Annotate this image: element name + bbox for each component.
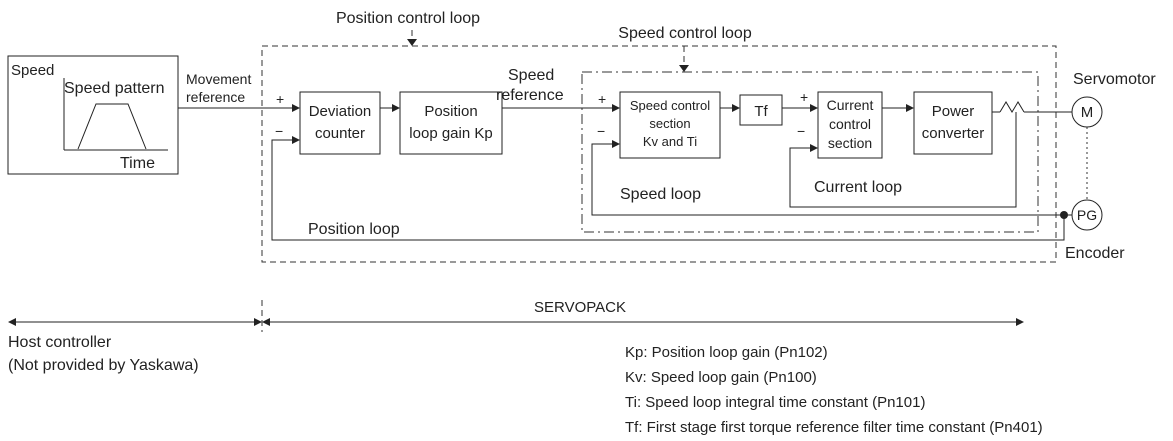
speed-loop-feedback-arrowhead [612,140,620,148]
movement-reference-arrowhead [292,104,300,112]
deviation-minus-sign: − [275,123,283,139]
current-to-power-arrowhead [906,104,914,112]
speed-loop-feedback-line [591,143,1072,216]
position-gain-label-2: loop gain Kp [409,125,492,142]
position-loop-label: Position loop [308,221,400,238]
current-minus-sign: − [797,123,805,139]
encoder-label: Encoder [1065,245,1125,262]
trapezoid-speed-profile [77,103,147,150]
servopack-span-left-arrowhead [262,318,270,326]
speed-control-label-3: Kv and Ti [643,134,697,149]
position-control-loop-title: Position control loop [336,10,480,27]
speed-loop-label: Speed loop [620,186,701,203]
current-loop-label: Current loop [814,179,902,196]
deviation-plus-sign: + [276,91,284,107]
speed-control-label-1: Speed control [630,98,710,113]
current-control-label-2: control [829,116,871,132]
servopack-label: SERVOPACK [534,299,626,316]
speed-control-label-2: section [649,116,690,131]
position-loop-feedback-arrowhead [292,136,300,144]
legend-kv: Kv: Speed loop gain (Pn100) [625,369,817,386]
legend-tf: Tf: First stage first torque reference f… [625,419,1043,436]
host-controller-label-1: Host controller [8,334,112,351]
legend-ti: Ti: Speed loop integral time constant (P… [625,394,925,411]
power-converter-block [913,91,993,155]
deviation-to-gain-arrowhead [392,104,400,112]
speed-control-loop-title: Speed control loop [618,25,752,42]
speed-axis-label: Speed [11,62,54,79]
speed-reference-arrowhead [612,104,620,112]
current-control-label-3: section [828,135,872,151]
current-plus-sign: + [800,89,808,105]
speed-control-loop-boundary [581,71,1039,233]
speed-title-arrowhead [679,65,689,72]
pg-symbol: PG [1077,207,1097,223]
tf-to-current-arrowhead [810,104,818,112]
servomotor-label: Servomotor [1073,71,1156,88]
position-loop-gain-block [399,91,503,155]
speed-reference-label-1: Speed [508,67,554,84]
speed-reference-label-2: reference [496,87,564,104]
speed-minus-sign: − [597,123,605,139]
current-control-label-1: Current [827,97,874,113]
speed-plus-sign: + [598,91,606,107]
deviation-counter-label-1: Deviation [309,103,372,120]
power-converter-label-1: Power [932,103,975,120]
speed-to-tf-arrowhead [732,104,740,112]
position-loop-feedback-line [271,139,1065,241]
power-converter-label-2: converter [922,125,985,142]
deviation-counter-label-2: counter [315,125,365,142]
speed-pattern-label: Speed pattern [64,80,165,97]
host-controller-label-2: (Not provided by Yaskawa) [8,357,199,374]
movement-reference-label-1: Movement [186,71,251,87]
speed-pattern-box [7,55,179,175]
position-title-arrowhead [407,39,417,46]
movement-reference-label-2: reference [186,89,245,105]
host-span-right-arrowhead [254,318,262,326]
tf-label: Tf [754,103,768,120]
servopack-span-right-arrowhead [1016,318,1024,326]
position-control-loop-boundary [261,45,1057,263]
tf-filter-block [739,94,783,126]
current-sensor-icon [999,101,1025,113]
current-loop-feedback-line [789,112,1017,208]
time-axis-label: Time [120,155,155,172]
speed-control-section-block [619,91,721,159]
legend-kp: Kp: Position loop gain (Pn102) [625,344,828,361]
deviation-counter-block [299,91,381,155]
current-control-section-block [817,91,883,159]
host-span-left-arrowhead [8,318,16,326]
position-gain-label-1: Position [424,103,477,120]
current-loop-feedback-arrowhead [810,144,818,152]
motor-symbol: M [1081,104,1094,121]
